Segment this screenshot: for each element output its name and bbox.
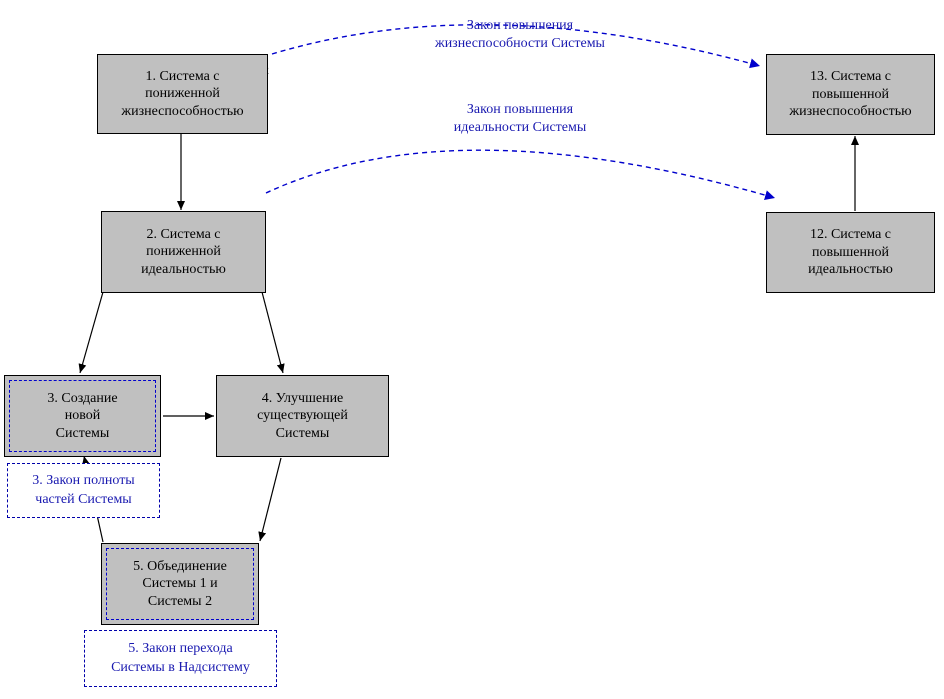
law-label-vitality: Закон повышения жизнеспособности Системы <box>435 18 605 52</box>
law-arrow-vitality <box>271 24 761 69</box>
node-5-merge-systems: 5. Объединение Системы 1 и Системы 2 <box>101 543 259 625</box>
node-12-increased-ideality: 12. Система с повышенной идеальностью <box>766 212 935 293</box>
node-5-label: 5. Объединение Системы 1 и Системы 2 <box>133 558 227 609</box>
arrow-n2-to-n4 <box>261 291 285 374</box>
law-label-ideality: Закон повышения идеальности Системы <box>453 102 587 136</box>
law-box-supersystem: 5. Закон перехода Системы в Надсистему <box>84 630 277 687</box>
node-12-label: 12. Система с повышенной идеальностью <box>808 227 893 278</box>
arrow-n4-to-n5 <box>258 457 282 542</box>
node-4-label: 4. Улучшение существующей Системы <box>257 390 348 441</box>
law-box-completeness: 3. Закон полноты частей Системы <box>7 463 160 518</box>
law-arrow-ideality <box>265 149 776 201</box>
node-5-law-frame <box>106 548 254 620</box>
node-2-reduced-ideality: 2. Система с пониженной идеальностью <box>101 211 266 293</box>
node-1-label: 1. Система с пониженной жизнеспособность… <box>121 68 244 119</box>
node-3-new-system: 3. Создание новой Системы <box>4 375 161 457</box>
node-1-reduced-vitality: 1. Система с пониженной жизнеспособность… <box>97 54 268 134</box>
node-13-increased-vitality: 13. Система с повышенной жизнеспособност… <box>766 54 935 135</box>
arrow-n2-to-n3 <box>78 291 104 374</box>
node-13-label: 13. Система с повышенной жизнеспособност… <box>789 69 912 120</box>
node-3-label: 3. Создание новой Системы <box>47 390 118 441</box>
node-3-law-frame <box>9 380 156 452</box>
node-2-label: 2. Система с пониженной идеальностью <box>141 226 226 277</box>
node-4-improve-existing: 4. Улучшение существующей Системы <box>216 375 389 457</box>
